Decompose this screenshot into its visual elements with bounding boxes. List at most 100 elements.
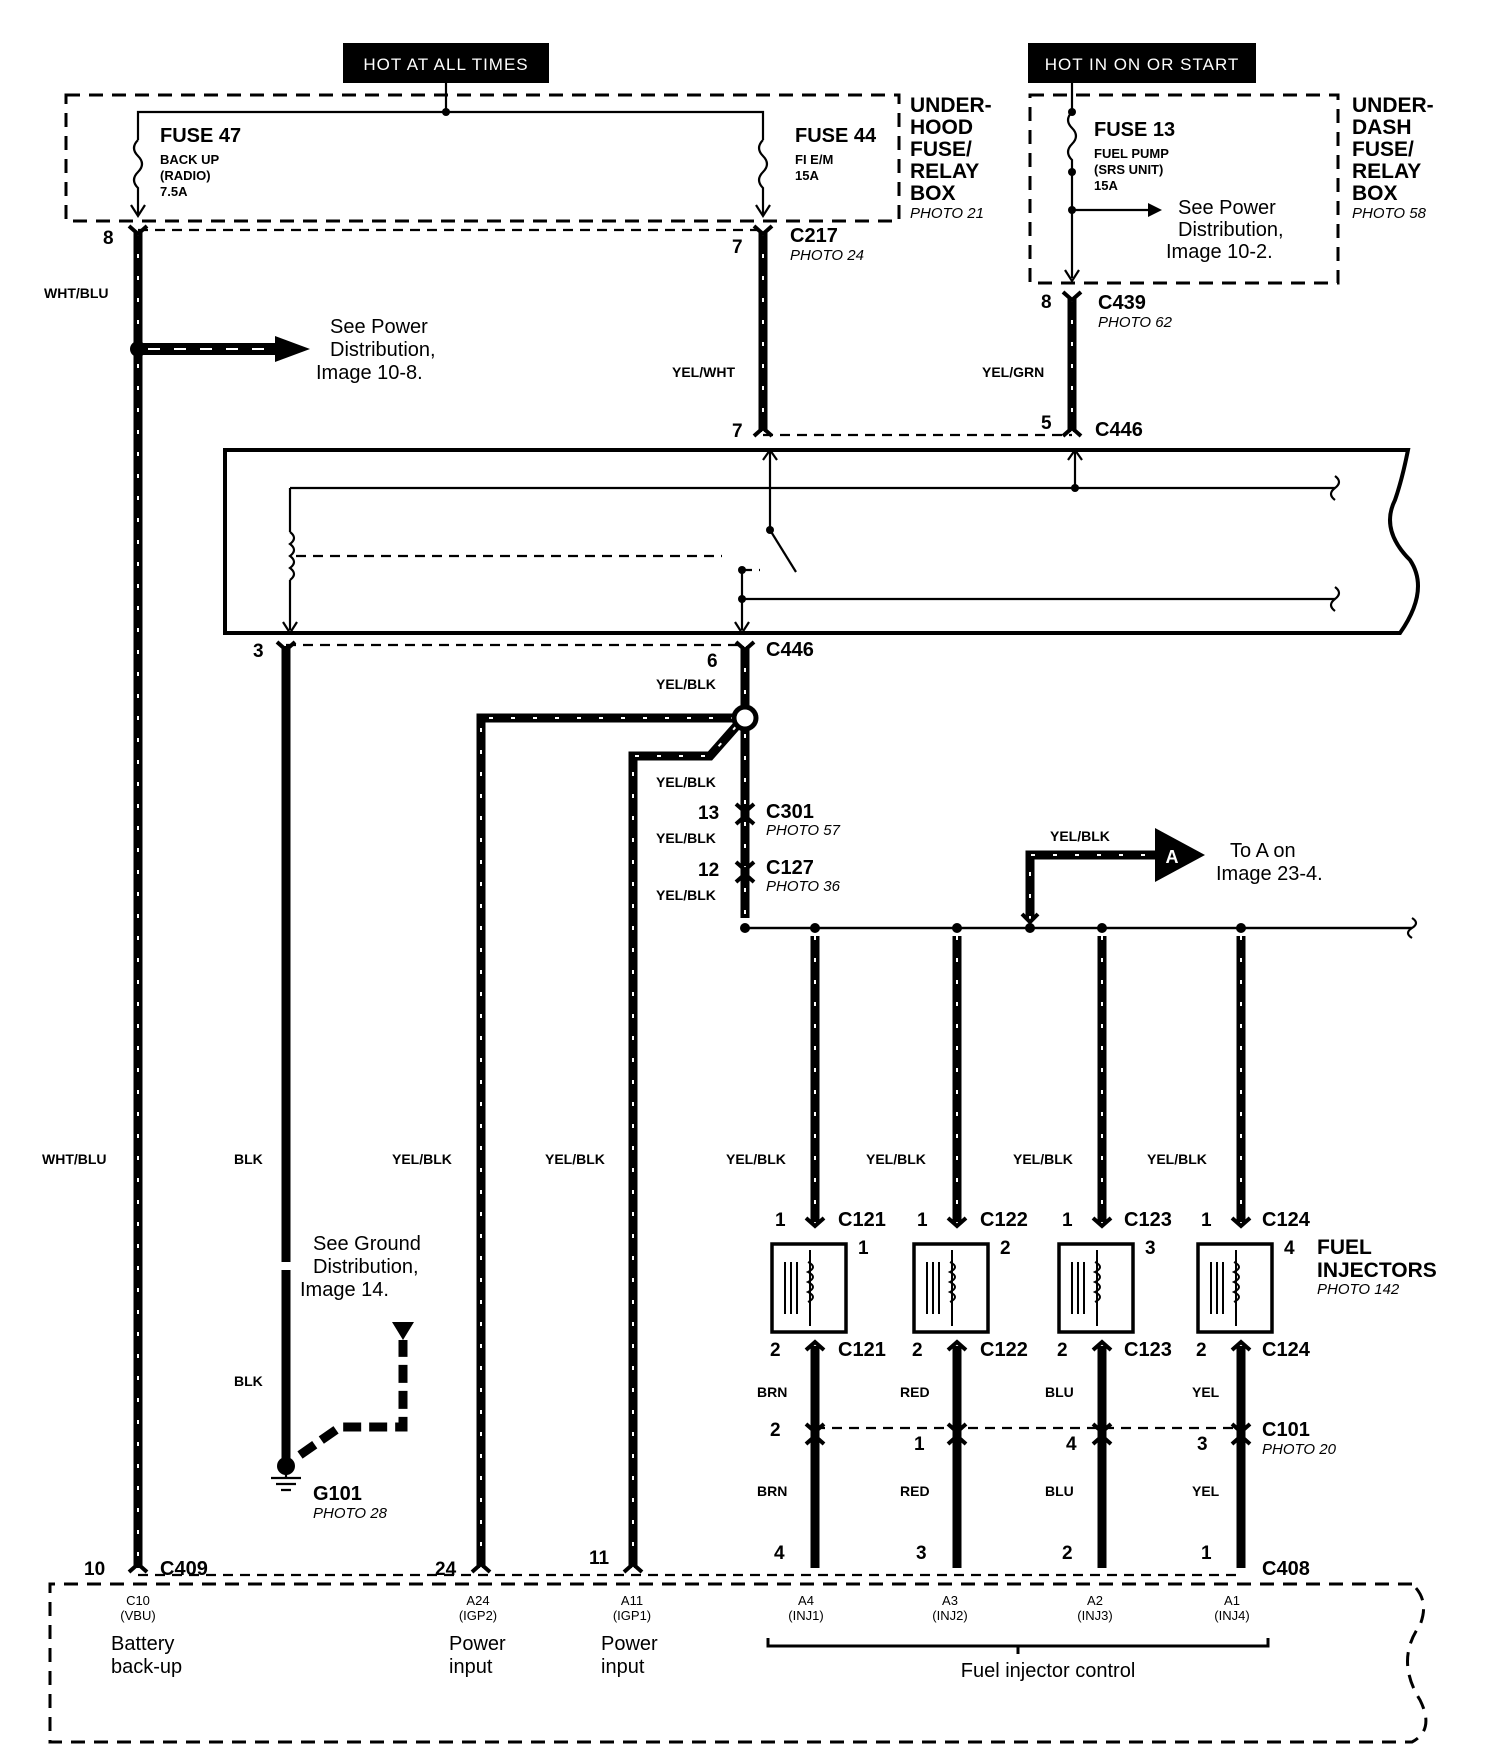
svg-text:YEL/BLK: YEL/BLK: [1147, 1151, 1207, 1167]
underdash-fuse-relay-box: FUSE 13 FUEL PUMP (SRS UNIT) 15A See Pow…: [1028, 83, 1434, 285]
svg-text:Distribution,: Distribution,: [1178, 219, 1284, 241]
svg-text:1: 1: [914, 1434, 925, 1455]
svg-text:13: 13: [698, 803, 719, 824]
underhood-fuse-relay-box: FUSE 47 BACK UP (RADIO) 7.5A FUSE 44 FI …: [64, 83, 992, 223]
svg-text:2: 2: [1196, 1340, 1207, 1361]
svg-text:4: 4: [1066, 1434, 1077, 1455]
ecm-terminal-labels: C10 (VBU) Battery back-up A24 (IGP2) Pow…: [111, 1593, 1250, 1682]
svg-text:C217: C217: [790, 225, 838, 247]
svg-text:A11: A11: [621, 1593, 643, 1608]
injector-branch-1: [804, 936, 826, 1568]
hot-in-on-or-start-banner: HOT IN ON OR START: [1028, 43, 1256, 83]
svg-text:3: 3: [1197, 1434, 1208, 1455]
svg-text:11: 11: [589, 1548, 610, 1569]
svg-text:(VBU): (VBU): [120, 1608, 155, 1623]
svg-text:UNDER-: UNDER-: [1352, 94, 1434, 117]
svg-text:(INJ2): (INJ2): [932, 1608, 967, 1623]
to-a-arrow: A To A on Image 23-4.: [1020, 828, 1323, 925]
injector-labels: 1 C121 1 2 C121 BRN BRN 1 C122 2 2 C122 …: [757, 1209, 1437, 1499]
svg-text:UNDER-: UNDER-: [910, 94, 992, 117]
wire-yel-blk-igp1: [628, 719, 744, 1568]
svg-text:C408: C408: [1262, 1558, 1310, 1580]
svg-text:(INJ1): (INJ1): [788, 1608, 823, 1623]
svg-text:PHOTO 58: PHOTO 58: [1352, 205, 1427, 222]
svg-text:A3: A3: [942, 1593, 958, 1608]
svg-text:1: 1: [1062, 1210, 1073, 1231]
svg-text:Image 23-4.: Image 23-4.: [1216, 863, 1323, 885]
svg-text:(IGP1): (IGP1): [613, 1608, 651, 1623]
svg-text:4: 4: [1284, 1238, 1295, 1259]
svg-text:(INJ4): (INJ4): [1214, 1608, 1249, 1623]
svg-text:BRN: BRN: [757, 1483, 787, 1499]
injector-branch-4: [1230, 936, 1252, 1568]
svg-text:YEL: YEL: [1192, 1483, 1220, 1499]
svg-text:YEL/BLK: YEL/BLK: [545, 1151, 605, 1167]
svg-text:RELAY: RELAY: [1352, 160, 1421, 183]
svg-text:2: 2: [1000, 1238, 1011, 1259]
svg-text:PHOTO 62: PHOTO 62: [1098, 314, 1173, 331]
svg-text:FUSE 44: FUSE 44: [795, 125, 877, 147]
svg-text:BLU: BLU: [1045, 1483, 1074, 1499]
svg-text:To A on: To A on: [1230, 840, 1296, 862]
svg-text:YEL/BLK: YEL/BLK: [1013, 1151, 1073, 1167]
svg-text:PHOTO 20: PHOTO 20: [1262, 1441, 1337, 1458]
svg-text:BACK UP: BACK UP: [160, 152, 220, 167]
svg-text:15A: 15A: [795, 168, 819, 183]
svg-text:24: 24: [435, 1559, 457, 1580]
svg-text:10: 10: [84, 1559, 105, 1580]
svg-text:BLK: BLK: [234, 1373, 263, 1389]
pin-labels: 8 7 8 7 5 3 6 13 12 10 24 11 4 3 2 1 2 1…: [84, 228, 1212, 1580]
svg-text:BRN: BRN: [757, 1384, 787, 1400]
svg-text:1: 1: [1201, 1210, 1212, 1231]
svg-text:Image 10-2.: Image 10-2.: [1166, 241, 1273, 263]
svg-text:C439: C439: [1098, 292, 1146, 314]
svg-text:PHOTO 21: PHOTO 21: [910, 205, 984, 222]
connector-labels: C217 PHOTO 24 C439 PHOTO 62 C446 C446 C3…: [160, 225, 1337, 1580]
svg-text:3: 3: [253, 641, 264, 662]
svg-text:input: input: [449, 1656, 493, 1678]
svg-text:YEL/BLK: YEL/BLK: [656, 887, 716, 903]
svg-text:Distribution,: Distribution,: [330, 339, 436, 361]
hot-at-all-times-banner: HOT AT ALL TIMES: [343, 43, 549, 83]
wire-yel-blk-igp2: [476, 713, 743, 1568]
splice-yel-blk: [731, 704, 759, 732]
see-power-10-8: See Power Distribution, Image 10-8.: [130, 316, 436, 384]
svg-text:PHOTO 57: PHOTO 57: [766, 822, 841, 839]
svg-text:3: 3: [916, 1543, 927, 1564]
wire-color-labels: WHT/BLU YEL/WHT YEL/GRN YEL/BLK YEL/BLK …: [42, 285, 1207, 1389]
svg-text:C10: C10: [126, 1593, 150, 1608]
svg-text:C301: C301: [766, 801, 814, 823]
svg-text:Power: Power: [449, 1633, 506, 1655]
svg-text:Power: Power: [601, 1633, 658, 1655]
svg-text:BLU: BLU: [1045, 1384, 1074, 1400]
svg-text:2: 2: [912, 1340, 923, 1361]
svg-text:8: 8: [1041, 292, 1052, 313]
svg-text:C124: C124: [1262, 1209, 1311, 1231]
svg-text:YEL/BLK: YEL/BLK: [656, 774, 716, 790]
svg-text:C409: C409: [160, 1558, 208, 1580]
svg-text:C124: C124: [1262, 1339, 1311, 1361]
svg-text:Distribution,: Distribution,: [313, 1256, 419, 1278]
svg-text:C122: C122: [980, 1209, 1028, 1231]
svg-text:Fuel injector control: Fuel injector control: [961, 1660, 1136, 1682]
injector-bus: [740, 917, 1418, 939]
svg-text:YEL/BLK: YEL/BLK: [1050, 828, 1110, 844]
svg-text:PHOTO 24: PHOTO 24: [790, 247, 864, 264]
svg-text:(IGP2): (IGP2): [459, 1608, 497, 1623]
svg-text:FUEL: FUEL: [1317, 1236, 1372, 1259]
svg-text:YEL/BLK: YEL/BLK: [726, 1151, 786, 1167]
svg-text:RED: RED: [900, 1384, 930, 1400]
svg-text:G101: G101: [313, 1483, 362, 1505]
svg-text:A2: A2: [1087, 1593, 1103, 1608]
svg-text:INJECTORS: INJECTORS: [1317, 1259, 1437, 1282]
svg-text:C446: C446: [766, 639, 814, 661]
svg-text:WHT/BLU: WHT/BLU: [42, 1151, 107, 1167]
svg-text:YEL/BLK: YEL/BLK: [656, 830, 716, 846]
svg-text:C127: C127: [766, 857, 814, 879]
svg-text:BOX: BOX: [1352, 182, 1398, 205]
svg-text:(RADIO): (RADIO): [160, 168, 211, 183]
svg-text:HOT IN ON OR START: HOT IN ON OR START: [1045, 55, 1240, 74]
svg-text:YEL/GRN: YEL/GRN: [982, 364, 1044, 380]
svg-text:WHT/BLU: WHT/BLU: [44, 285, 109, 301]
